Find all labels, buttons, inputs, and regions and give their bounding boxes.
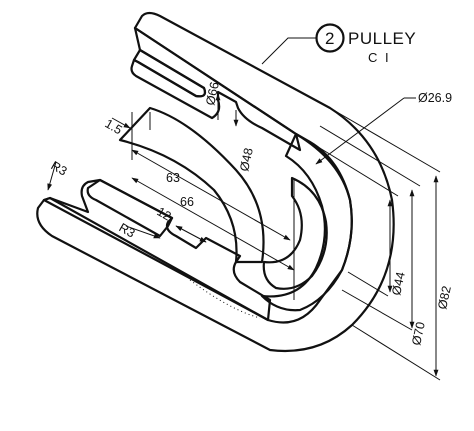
hub-bore-arc	[118, 106, 265, 264]
part-name: PULLEY	[348, 29, 416, 48]
dim-length-63: 63	[166, 171, 180, 185]
bore-opening	[262, 176, 328, 290]
dim-radius-inner: R3	[117, 220, 138, 240]
dim-d82: Ø82	[435, 285, 454, 311]
rim-lower-band	[189, 279, 261, 319]
part-number-circle	[315, 23, 345, 53]
dimension-lines	[47, 93, 439, 377]
dim-d66: Ø66	[203, 81, 222, 107]
dim-offset-1-5: 1.5	[103, 116, 125, 137]
dim-d48: Ø48	[237, 147, 256, 173]
inner-bore	[260, 132, 353, 312]
dim-radius-outer: R3	[49, 158, 70, 178]
extension-lines	[131, 107, 441, 381]
dim-bore-diameter: Ø26.9	[418, 91, 452, 105]
part-number: 2	[325, 29, 335, 48]
dim-length-66: 66	[180, 195, 194, 209]
part-callout: 2 PULLEY C I	[261, 23, 416, 65]
dim-d44: Ø44	[389, 271, 408, 297]
upper-recess	[132, 48, 207, 98]
dim-d70: Ø70	[409, 321, 428, 347]
part-material: C I	[368, 50, 391, 65]
dim-groove-12: 12	[155, 204, 174, 223]
